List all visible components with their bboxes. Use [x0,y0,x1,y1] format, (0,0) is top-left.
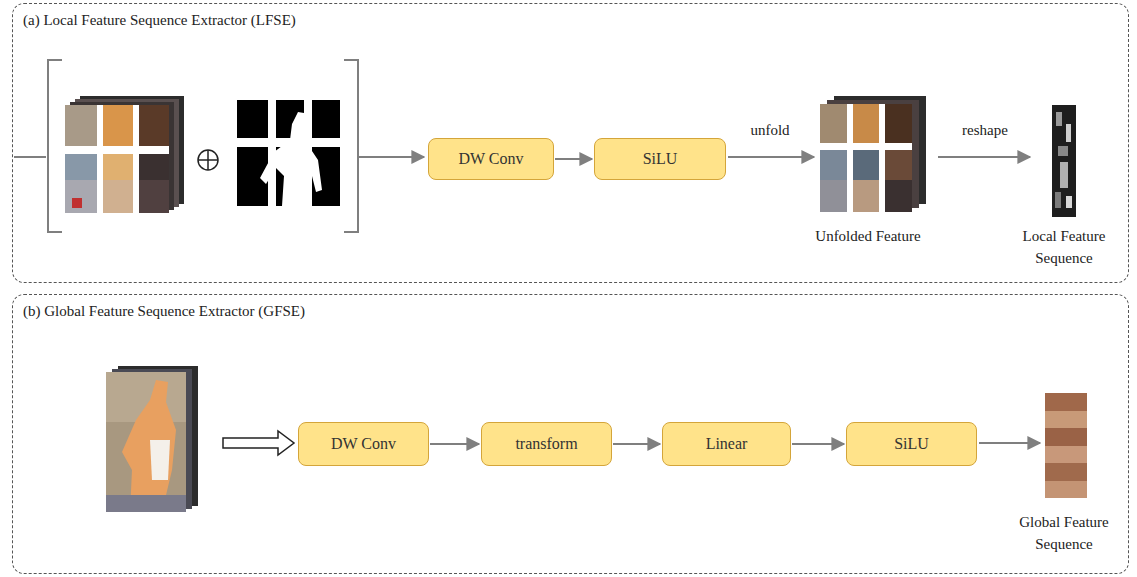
concat-symbol [198,150,218,170]
flow-arrow [979,442,1040,444]
module-panel: (b) Global Feature Sequence Extractor (G… [12,294,1129,574]
operation-label: reshape [940,120,1030,142]
process-box: transform [481,422,612,466]
box-label: SiLU [894,435,929,453]
process-box: DW Conv [428,138,554,180]
global-sequence-image [1045,393,1087,498]
flow-arrow [792,443,844,445]
input-bracket [14,60,424,232]
hollow-arrow [223,431,294,455]
panel-title: (b) Global Feature Sequence Extractor (G… [23,303,305,320]
unfolded-feature-image [820,96,926,212]
box-label: DW Conv [331,435,396,453]
feature-caption: Global Feature Sequence [1009,512,1119,556]
flow-arrow [430,443,479,445]
feature-caption: Local Feature Sequence [1009,226,1119,270]
input-image-stack [65,96,184,213]
mask-image [237,100,340,206]
flow-arrow [613,443,660,445]
process-box: SiLU [594,138,726,180]
box-label: SiLU [643,150,678,168]
process-box: SiLU [846,422,977,466]
process-box: DW Conv [298,422,429,466]
panel-title: (a) Local Feature Sequence Extractor (LF… [23,12,296,29]
box-label: Linear [706,435,748,453]
flow-arrow [555,158,592,160]
module-panel: (a) Local Feature Sequence Extractor (LF… [12,3,1129,283]
process-box: Linear [662,422,791,466]
feature-caption: Unfolded Feature [798,226,938,248]
box-label: transform [515,435,577,453]
input-image-stack [106,366,198,512]
operation-label: unfold [730,120,810,142]
local-sequence-image [1052,105,1076,217]
box-label: DW Conv [458,150,523,168]
